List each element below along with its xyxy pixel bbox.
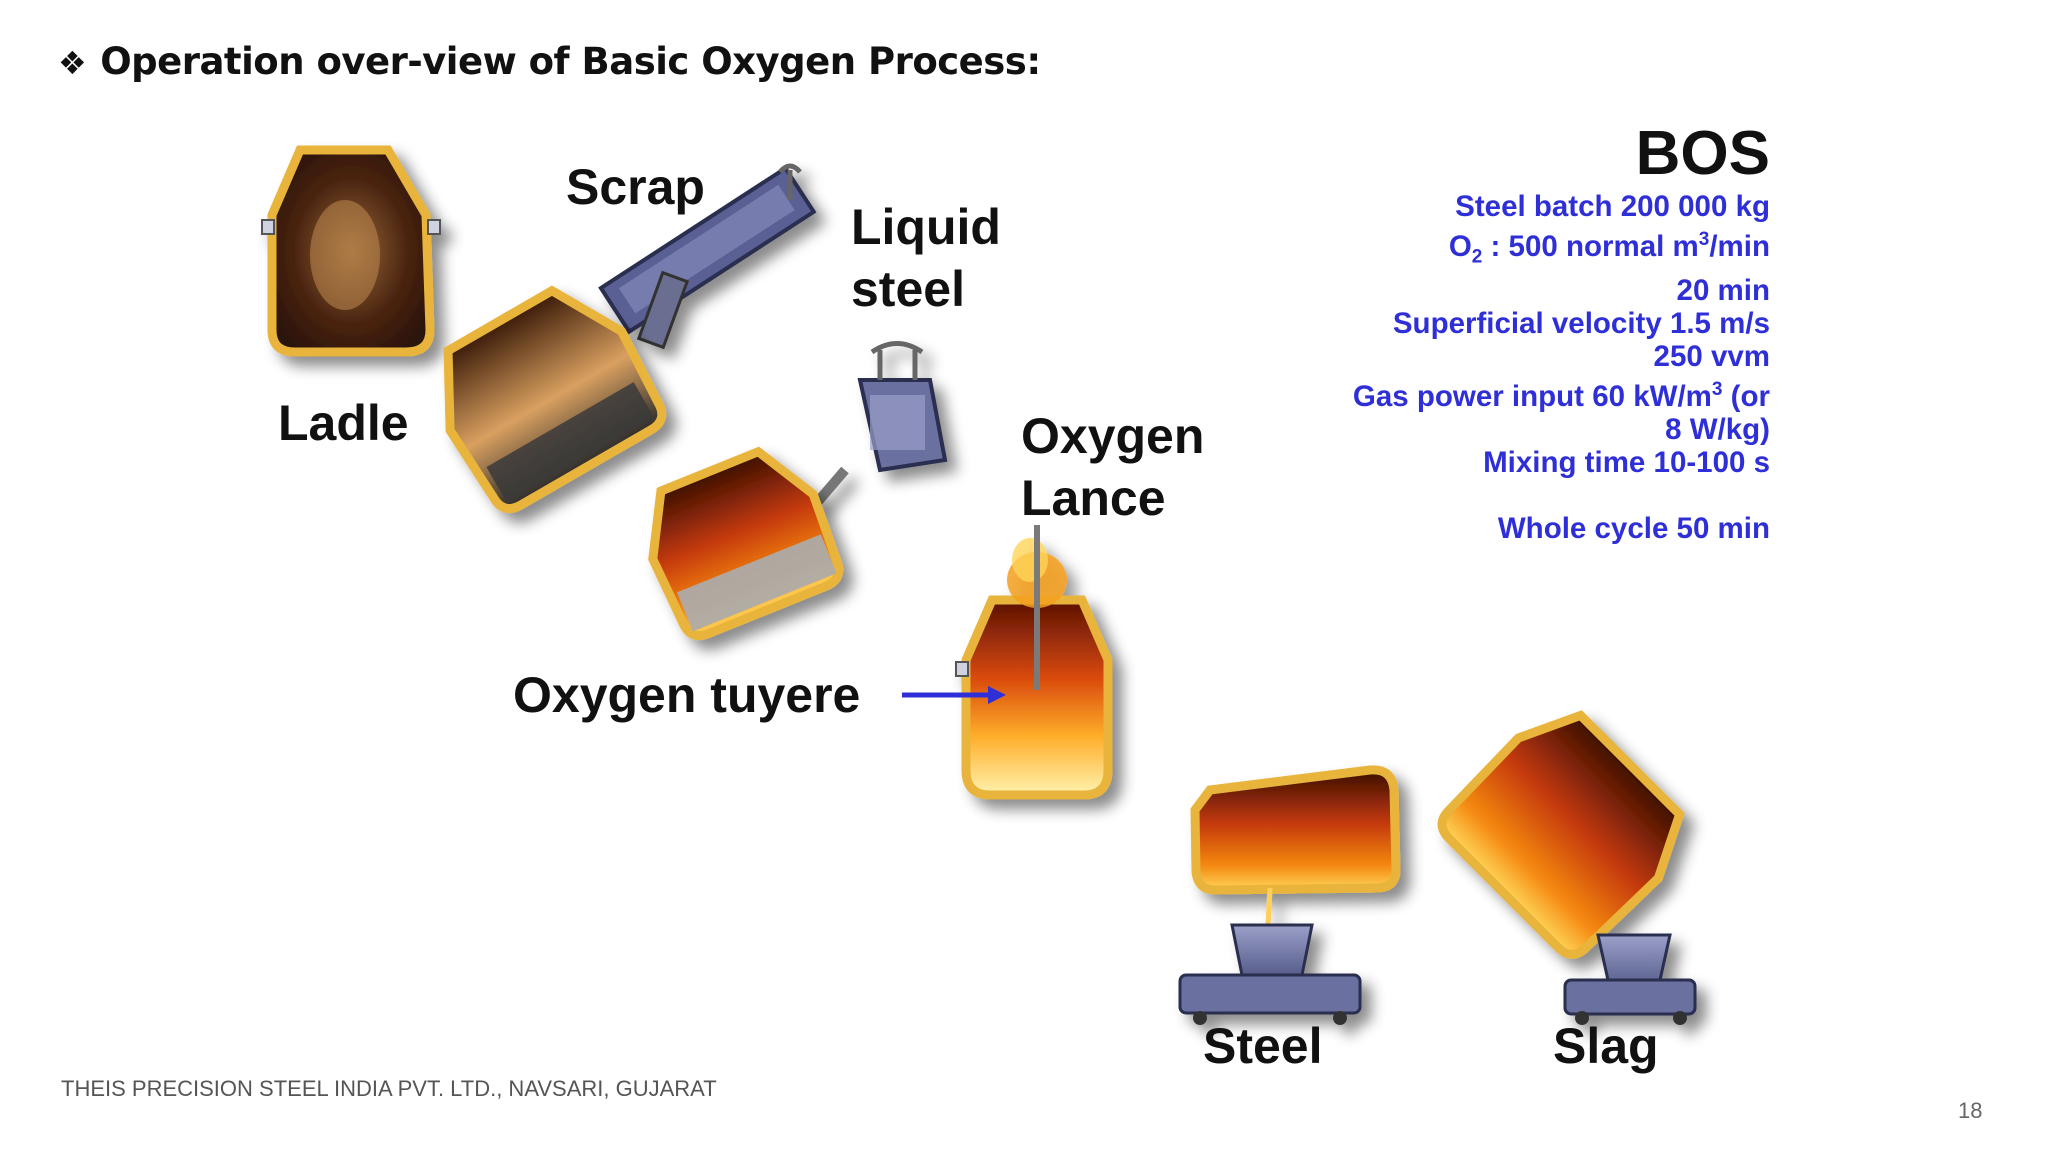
label-ladle: Ladle: [278, 395, 409, 451]
liquid-steel-ladle-crane-icon: [811, 341, 948, 509]
page-number: 18: [1958, 1098, 1983, 1123]
footer-company: THEIS PRECISION STEEL INDIA PVT. LTD., N…: [61, 1076, 717, 1101]
slag-pot-car-icon: [1563, 933, 1697, 1025]
bos-parameters: Steel batch 200 000 kg O2 : 500 normal m…: [1353, 190, 1770, 545]
label-oxygen-lance-line2: Lance: [1021, 470, 1166, 526]
bos-mixing-time: Mixing time 10-100 s: [1483, 445, 1770, 479]
heading-text: Operation over-view of Basic Oxygen Proc…: [100, 40, 1041, 83]
bos-vvm: 250 vvm: [1653, 339, 1770, 373]
scrap-vessel-icon: [443, 285, 667, 514]
bos-steel-batch: Steel batch 200 000 kg: [1455, 190, 1770, 223]
slide-heading: ❖ Operation over-view of Basic Oxygen Pro…: [58, 40, 1041, 83]
label-steel: Steel: [1203, 1018, 1323, 1074]
spacer: [1353, 479, 1770, 512]
bos-gas-power: Gas power input 60 kW/m3 (or: [1352, 378, 1770, 413]
bof-converter-icon: [955, 538, 1113, 800]
tuyere-arrow-icon: [902, 686, 1006, 704]
bos-title: BOS: [1635, 119, 1770, 188]
steel-tapping-vessel-icon: [1190, 765, 1401, 926]
bos-superficial-velocity: Superficial velocity 1.5 m/s: [1392, 306, 1770, 340]
label-slag: Slag: [1553, 1018, 1659, 1074]
label-oxygen-tuyere: Oxygen tuyere: [513, 667, 861, 723]
label-liquid-steel-line2: steel: [851, 261, 965, 317]
steel-ladle-car-icon: [1178, 923, 1362, 1025]
bos-duration: 20 min: [1676, 273, 1770, 307]
diamond-bullet-icon: ❖: [58, 44, 87, 82]
charging-vessel-icon: [648, 446, 844, 641]
scrap-charging-chute-icon: [598, 163, 817, 350]
bos-gas-power-line2: 8 W/kg): [1665, 412, 1770, 446]
label-oxygen-lance-line1: Oxygen: [1021, 408, 1205, 464]
label-liquid-steel-line1: Liquid: [851, 199, 1001, 255]
ladle-vessel-icon: [261, 145, 441, 357]
bos-whole-cycle: Whole cycle 50 min: [1497, 511, 1770, 545]
label-scrap: Scrap: [566, 159, 705, 215]
bos-oxygen-flow: O2 : 500 normal m3/min: [1448, 229, 1770, 268]
slag-tapping-vessel-icon: [1437, 710, 1685, 959]
